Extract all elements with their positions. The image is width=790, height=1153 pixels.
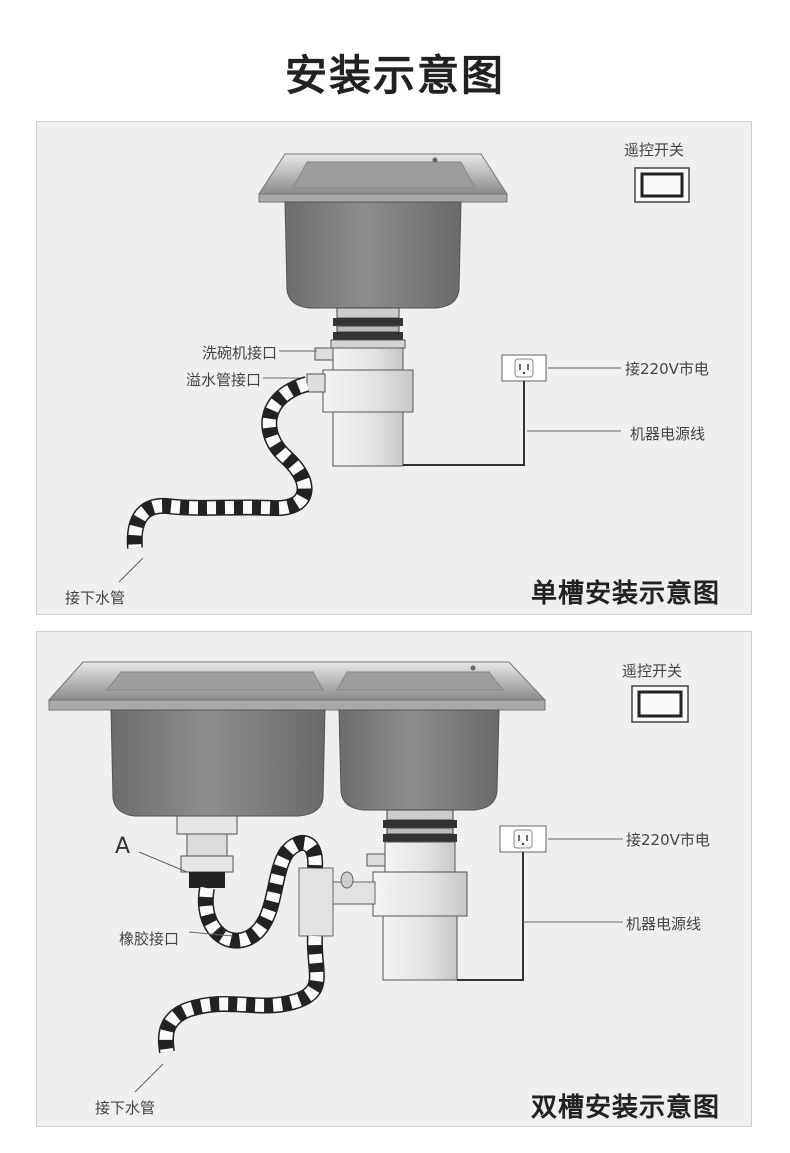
- page-title: 安装示意图: [284, 51, 505, 100]
- left-sink-bowl: [110, 709, 326, 817]
- drain-pipe-label: 接下水管: [95, 1099, 156, 1117]
- double-sink-rim: [47, 661, 547, 711]
- drain-hose: [126, 376, 313, 549]
- power-supply-label: 接220V市电: [625, 360, 709, 378]
- power-cord: [403, 381, 525, 466]
- power-outlet: [499, 825, 547, 853]
- leader-lines: [134, 838, 623, 1093]
- connecting-hose: [197, 835, 324, 949]
- drain-pipe-label: 接下水管: [65, 589, 126, 607]
- single-sink-panel: 遥控开关 洗碗机接口 溢水管接口 接220V市电 机器电源线 接下水管 单槽安装…: [36, 121, 752, 615]
- left-drain-fitting: [176, 815, 238, 888]
- power-cord-label: 机器电源线: [626, 915, 702, 933]
- sink-bowl: [284, 201, 462, 309]
- remote-switch-label: 遥控开关: [622, 662, 683, 680]
- sink-rim: [258, 153, 508, 203]
- double-sink-panel-title: 双槽安装示意图: [531, 1093, 721, 1123]
- rubber-joint-label: 橡胶接口: [119, 930, 180, 948]
- leader-lines: [118, 350, 621, 583]
- dishwasher-port-label: 洗碗机接口: [201, 344, 277, 362]
- drain-hose: [157, 935, 325, 1054]
- remote-switch: [631, 685, 689, 723]
- power-supply-label: 接220V市电: [626, 831, 710, 849]
- t-connector: [298, 867, 376, 937]
- food-waste-disposer: [366, 809, 468, 981]
- food-waste-disposer: [306, 347, 414, 467]
- single-sink-panel-title: 单槽安装示意图: [531, 579, 721, 609]
- remote-switch: [634, 167, 690, 203]
- double-sink-panel: 遥控开关 A 橡胶接口 接220V市电 机器电源线 接下水管 双槽安装示意图: [36, 631, 752, 1127]
- single-sink-illustration: [118, 153, 690, 583]
- sink-flange: [330, 307, 406, 349]
- overflow-port-label: 溢水管接口: [185, 371, 261, 389]
- right-sink-bowl: [338, 709, 500, 811]
- power-outlet: [501, 354, 547, 382]
- remote-switch-label: 遥控开关: [624, 141, 685, 159]
- double-sink-illustration: [47, 661, 689, 1093]
- point-a-label: A: [115, 834, 131, 859]
- power-cord-label: 机器电源线: [630, 425, 706, 443]
- power-cord: [457, 852, 524, 981]
